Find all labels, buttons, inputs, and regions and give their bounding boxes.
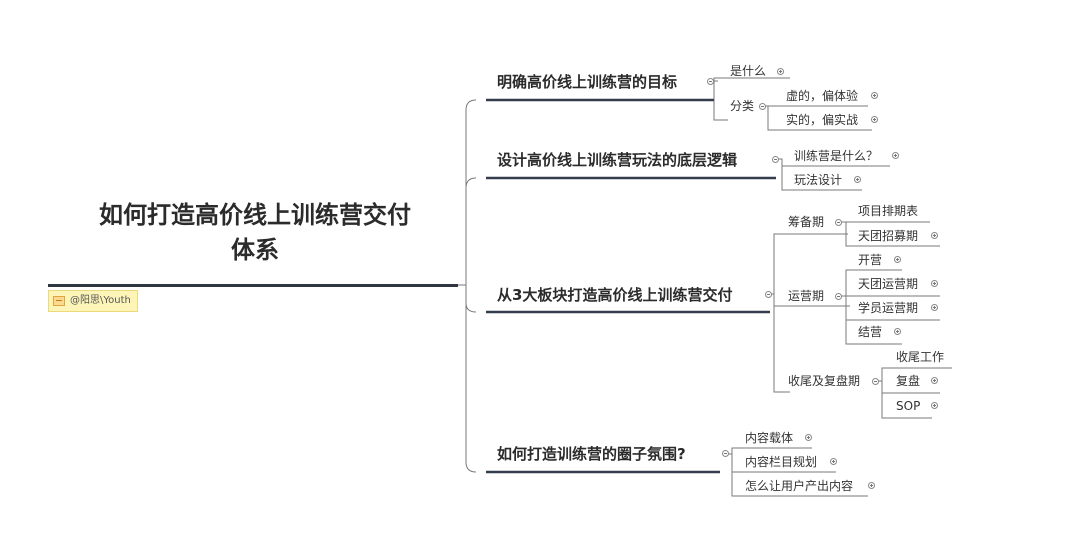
branch-atmosphere[interactable]: 如何打造训练营的圈子氛围? bbox=[497, 445, 686, 463]
expand-icon[interactable] bbox=[931, 304, 938, 311]
root-underline bbox=[48, 284, 458, 287]
topic-ugc[interactable]: 怎么让用户产出内容 bbox=[745, 479, 854, 493]
topic-virtual[interactable]: 虚的，偏体验 bbox=[786, 89, 859, 103]
topic-column-plan[interactable]: 内容栏目规划 bbox=[745, 455, 818, 469]
topic-practical[interactable]: 实的，偏实战 bbox=[786, 113, 859, 127]
topic-operation[interactable]: 运营期 bbox=[788, 289, 825, 303]
topic-wrapup[interactable]: 收尾及复盘期 bbox=[788, 374, 861, 388]
branch-logic[interactable]: 设计高价线上训练营玩法的底层逻辑 bbox=[497, 151, 738, 169]
collapse-icon[interactable] bbox=[707, 78, 714, 85]
expand-icon[interactable] bbox=[894, 256, 901, 263]
topic-schedule[interactable]: 项目排期表 bbox=[858, 204, 919, 218]
topic-category[interactable]: 分类 bbox=[730, 99, 755, 113]
root-title-line-1: 如何打造高价线上训练营交付 bbox=[99, 201, 411, 229]
topic-student-ops[interactable]: 学员运营期 bbox=[858, 301, 919, 315]
root-title-line-2: 体系 bbox=[231, 236, 279, 264]
expand-icon[interactable] bbox=[931, 402, 938, 409]
topic-review[interactable]: 复盘 bbox=[896, 374, 921, 388]
expand-icon[interactable] bbox=[868, 482, 875, 489]
expand-icon[interactable] bbox=[931, 232, 938, 239]
expand-icon[interactable] bbox=[931, 280, 938, 287]
topic-closing[interactable]: 结营 bbox=[858, 325, 883, 339]
expand-icon[interactable] bbox=[931, 377, 938, 384]
expand-icon[interactable] bbox=[830, 458, 837, 465]
expand-icon[interactable] bbox=[854, 176, 861, 183]
collapse-icon[interactable] bbox=[835, 219, 842, 226]
expand-icon[interactable] bbox=[894, 328, 901, 335]
label-icon bbox=[53, 296, 65, 306]
topic-prep[interactable]: 筹备期 bbox=[788, 215, 825, 229]
branch-goal[interactable]: 明确高价线上训练营的目标 bbox=[497, 73, 678, 91]
collapse-icon[interactable] bbox=[759, 103, 766, 110]
topic-what[interactable]: 是什么 bbox=[730, 64, 767, 78]
root-topic[interactable]: 如何打造高价线上训练营交付 体系 bbox=[60, 198, 450, 268]
collapse-icon[interactable] bbox=[765, 291, 772, 298]
topic-sop[interactable]: SOP bbox=[896, 399, 921, 413]
collapse-icon[interactable] bbox=[722, 450, 729, 457]
topic-opening[interactable]: 开营 bbox=[858, 253, 883, 267]
topic-finish-work[interactable]: 收尾工作 bbox=[896, 350, 945, 364]
topic-team-ops[interactable]: 天团运营期 bbox=[858, 277, 919, 291]
expand-icon[interactable] bbox=[892, 152, 899, 159]
expand-icon[interactable] bbox=[777, 68, 784, 75]
collapse-icon[interactable] bbox=[872, 378, 879, 385]
expand-icon[interactable] bbox=[871, 116, 878, 123]
expand-icon[interactable] bbox=[805, 434, 812, 441]
author-label[interactable]: @阳思\Youth bbox=[48, 290, 138, 312]
topic-gameplay[interactable]: 玩法设计 bbox=[794, 173, 843, 187]
topic-team-recruit[interactable]: 天团招募期 bbox=[858, 229, 919, 243]
collapse-icon[interactable] bbox=[772, 156, 779, 163]
expand-icon[interactable] bbox=[871, 92, 878, 99]
branch-delivery[interactable]: 从3大板块打造高价线上训练营交付 bbox=[497, 286, 733, 304]
collapse-icon[interactable] bbox=[835, 293, 842, 300]
author-text: @阳思\Youth bbox=[70, 295, 131, 306]
topic-content-carrier[interactable]: 内容载体 bbox=[745, 431, 794, 445]
topic-camp-what[interactable]: 训练营是什么？ bbox=[794, 149, 879, 163]
